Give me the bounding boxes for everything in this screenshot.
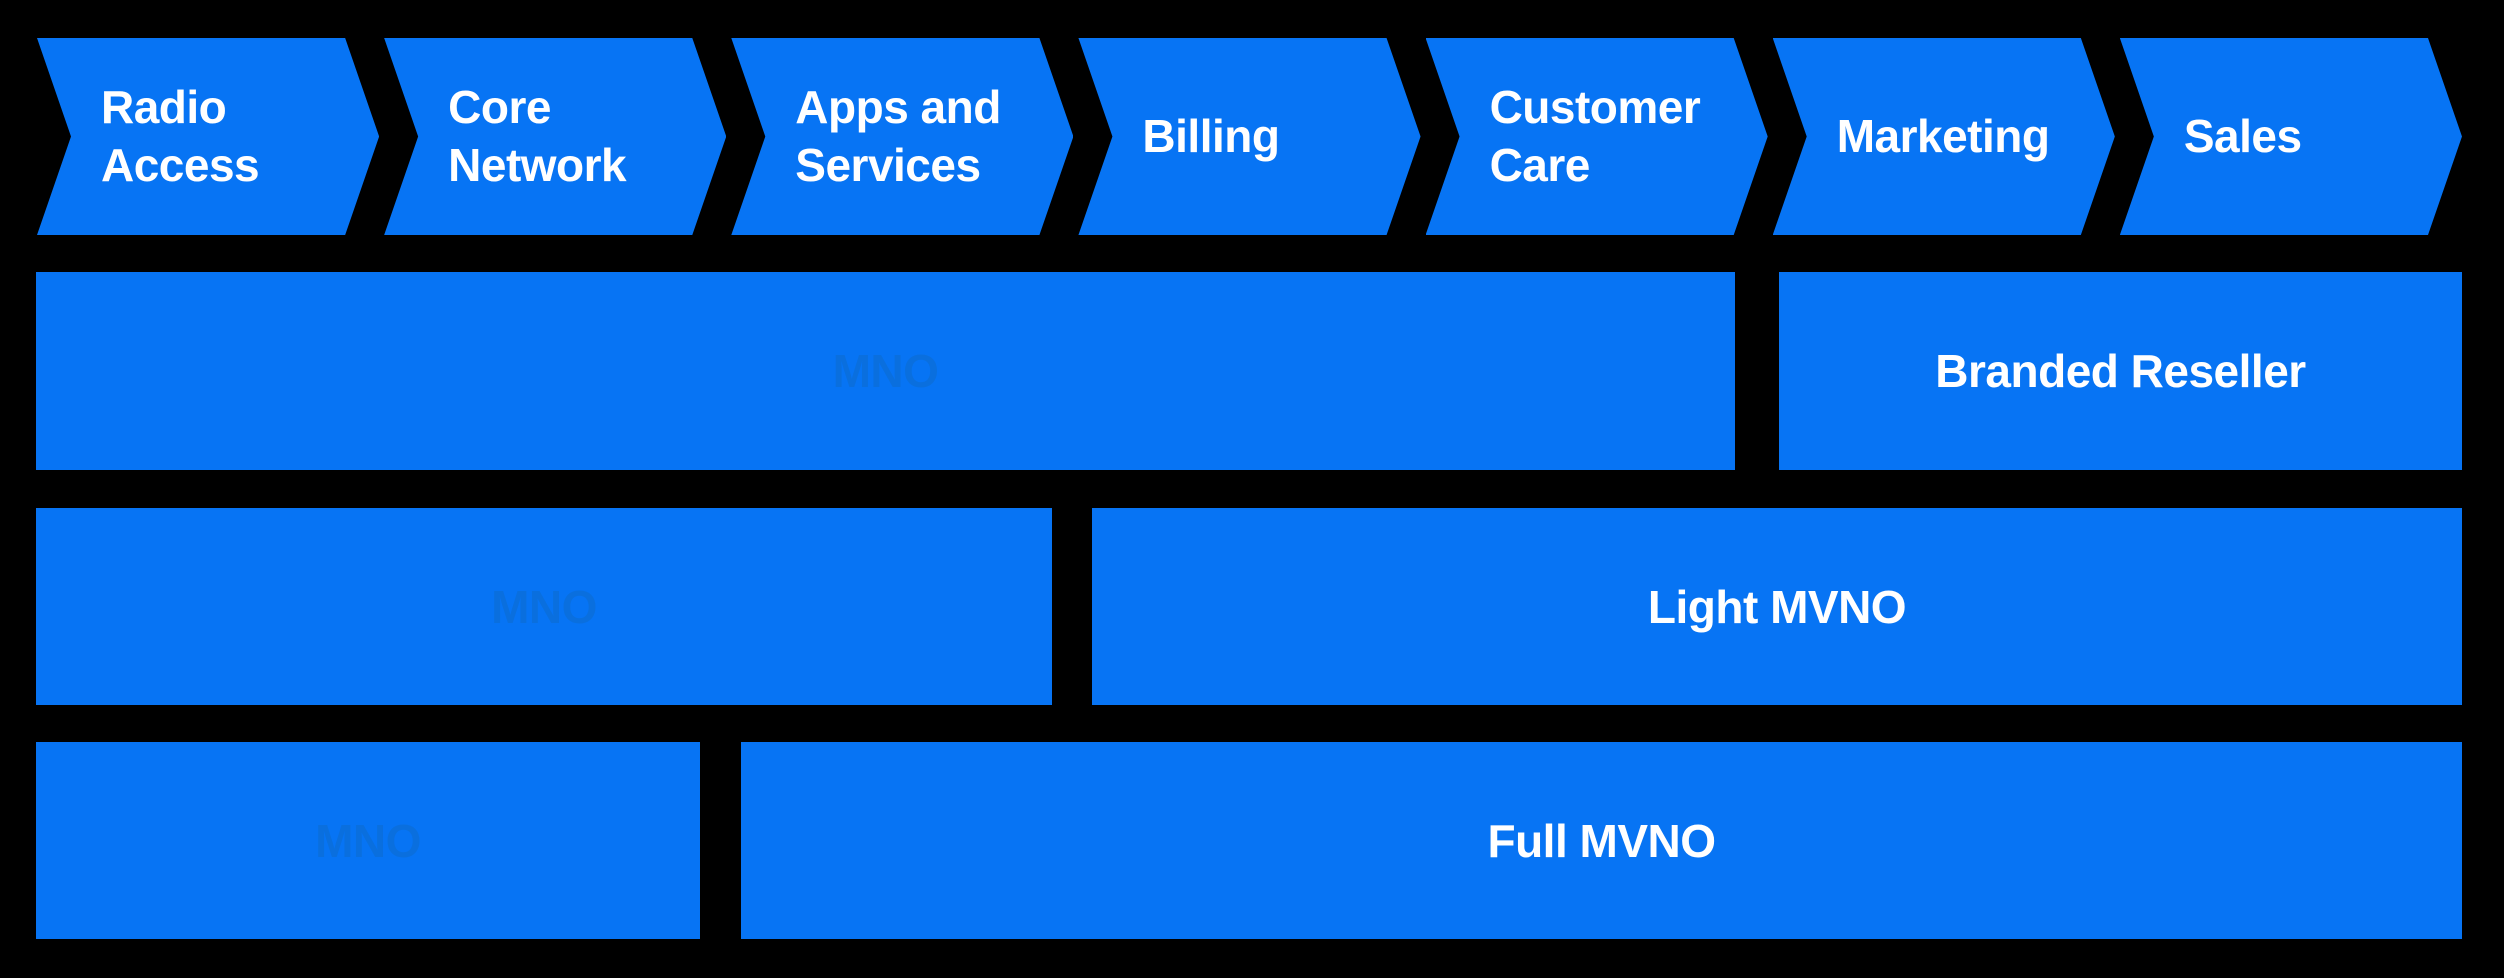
mno-hidden-label: MNO <box>491 580 597 633</box>
chain-step-label: Billing <box>1142 109 1280 162</box>
mno-coverage-bar-full-mvno-row: MNO <box>36 742 700 939</box>
chain-step-marketing: Marketing <box>1773 38 2115 235</box>
value-chain-steps-row: Radio Access Core Network Apps and Servi… <box>37 38 2462 235</box>
chain-step-label: Sales <box>2183 109 2302 162</box>
chain-step-sales: Sales <box>2120 38 2462 235</box>
chain-step-label: Radio Access <box>101 81 260 191</box>
light-mvno-label: Light MVNO <box>1647 580 1907 633</box>
chain-step-radio-access: Radio Access <box>37 38 379 235</box>
chain-step-label: Customer Care <box>1489 81 1701 191</box>
chain-step-customer-care: Customer Care <box>1426 38 1768 235</box>
chain-step-apps-and-services: Apps and Services <box>731 38 1073 235</box>
branded-reseller-bar: Branded Reseller <box>1779 272 2462 470</box>
full-mvno-bar: Full MVNO <box>741 742 2462 939</box>
chain-step-core-network: Core Network <box>384 38 726 235</box>
mno-hidden-label: MNO <box>832 345 939 397</box>
chain-step-label: Apps and Services <box>795 81 1001 191</box>
chain-step-billing: Billing <box>1078 38 1420 235</box>
mno-coverage-bar-branded-reseller-row: MNO <box>36 272 1735 470</box>
full-mvno-label: Full MVNO <box>1487 814 1716 867</box>
branded-reseller-label: Branded Reseller <box>1935 345 2306 397</box>
light-mvno-bar: Light MVNO <box>1092 508 2462 705</box>
mno-hidden-label: MNO <box>315 814 421 867</box>
chain-step-label: Core Network <box>448 81 627 191</box>
chain-step-label: Marketing <box>1836 109 2050 162</box>
mno-coverage-bar-light-mvno-row: MNO <box>36 508 1052 705</box>
